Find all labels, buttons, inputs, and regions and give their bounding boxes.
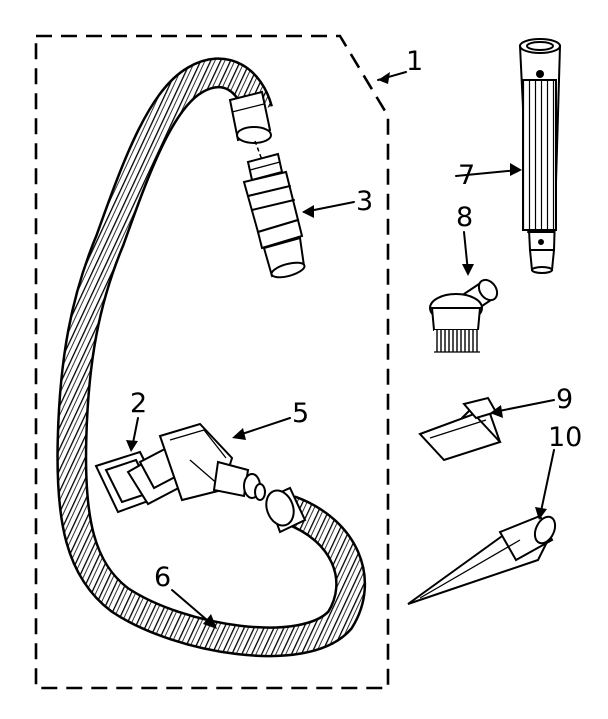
callout-2: 2 (130, 388, 147, 419)
extension-wand-icon (518, 38, 562, 274)
hose-end-cuff-icon (228, 90, 272, 144)
hose-end-cuff-icon (265, 486, 307, 534)
hose-swivel-coupling-icon (242, 140, 306, 279)
hose-handle-icon (126, 422, 266, 506)
callout-1: 1 (406, 46, 423, 77)
crevice-tool-icon (407, 514, 557, 605)
callout-8: 8 (456, 202, 473, 233)
kit-outline-dashed (34, 34, 390, 690)
corrugated-hose-icon (56, 57, 367, 658)
callout-3: 3 (356, 186, 373, 217)
callout-5: 5 (292, 398, 309, 429)
upholstery-tool-icon (418, 396, 502, 462)
leader-lines (126, 71, 555, 629)
dusting-brush-icon (429, 278, 499, 353)
callout-7: 7 (458, 160, 475, 191)
callout-10: 10 (548, 422, 582, 453)
callout-9: 9 (556, 384, 573, 415)
callout-6: 6 (154, 562, 171, 593)
